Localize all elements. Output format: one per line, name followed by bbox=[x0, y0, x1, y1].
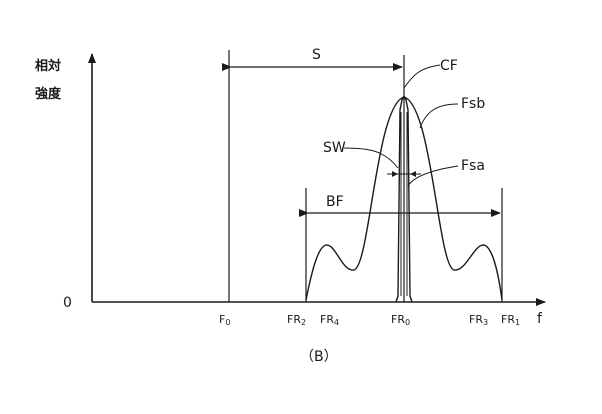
cf-label: CF bbox=[440, 58, 458, 74]
y-axis-label-line2: 強度 bbox=[35, 86, 62, 102]
fsa-leader bbox=[407, 165, 459, 187]
tick-fr2-sub: 2 bbox=[301, 318, 306, 327]
tick-fr4-sub: 4 bbox=[334, 318, 339, 327]
sw-arrowhead-right bbox=[410, 171, 416, 177]
fsa-label: Fsa bbox=[461, 158, 485, 174]
y-axis-label-line1: 相対 bbox=[35, 58, 61, 74]
tick-label-fr1: FR1 bbox=[501, 313, 520, 327]
cf-leader bbox=[403, 64, 441, 89]
fsa-peak bbox=[395, 94, 413, 303]
sw-label: SW bbox=[323, 140, 346, 156]
origin-label: 0 bbox=[63, 295, 72, 311]
bf-label: BF bbox=[326, 194, 344, 210]
fsb-label: Fsb bbox=[461, 96, 485, 112]
tick-fr4-name: FR bbox=[320, 313, 334, 326]
tick-f0-sub: 0 bbox=[225, 318, 230, 327]
figure-caption: （B） bbox=[300, 349, 338, 365]
tick-fr0-sub: 0 bbox=[405, 318, 410, 327]
sw-leader bbox=[343, 147, 399, 169]
x-axis-label: f bbox=[537, 311, 543, 327]
tick-label-fr0: FR0 bbox=[391, 313, 410, 327]
tick-fr1-name: FR bbox=[501, 313, 515, 326]
tick-fr3-sub: 3 bbox=[483, 318, 488, 327]
sw-arrowhead-left bbox=[392, 171, 398, 177]
tick-label-f0: F0 bbox=[219, 313, 230, 327]
tick-f0-name: F bbox=[219, 313, 225, 326]
tick-fr2-name: FR bbox=[287, 313, 301, 326]
tick-fr0-name: FR bbox=[391, 313, 405, 326]
tick-label-fr2: FR2 bbox=[287, 313, 306, 327]
tick-label-fr3: FR3 bbox=[469, 313, 488, 327]
fsb-leader bbox=[419, 103, 459, 129]
tick-fr1-sub: 1 bbox=[515, 318, 520, 327]
s-label: S bbox=[312, 47, 321, 63]
tick-fr3-name: FR bbox=[469, 313, 483, 326]
tick-label-fr4: FR4 bbox=[320, 313, 339, 327]
